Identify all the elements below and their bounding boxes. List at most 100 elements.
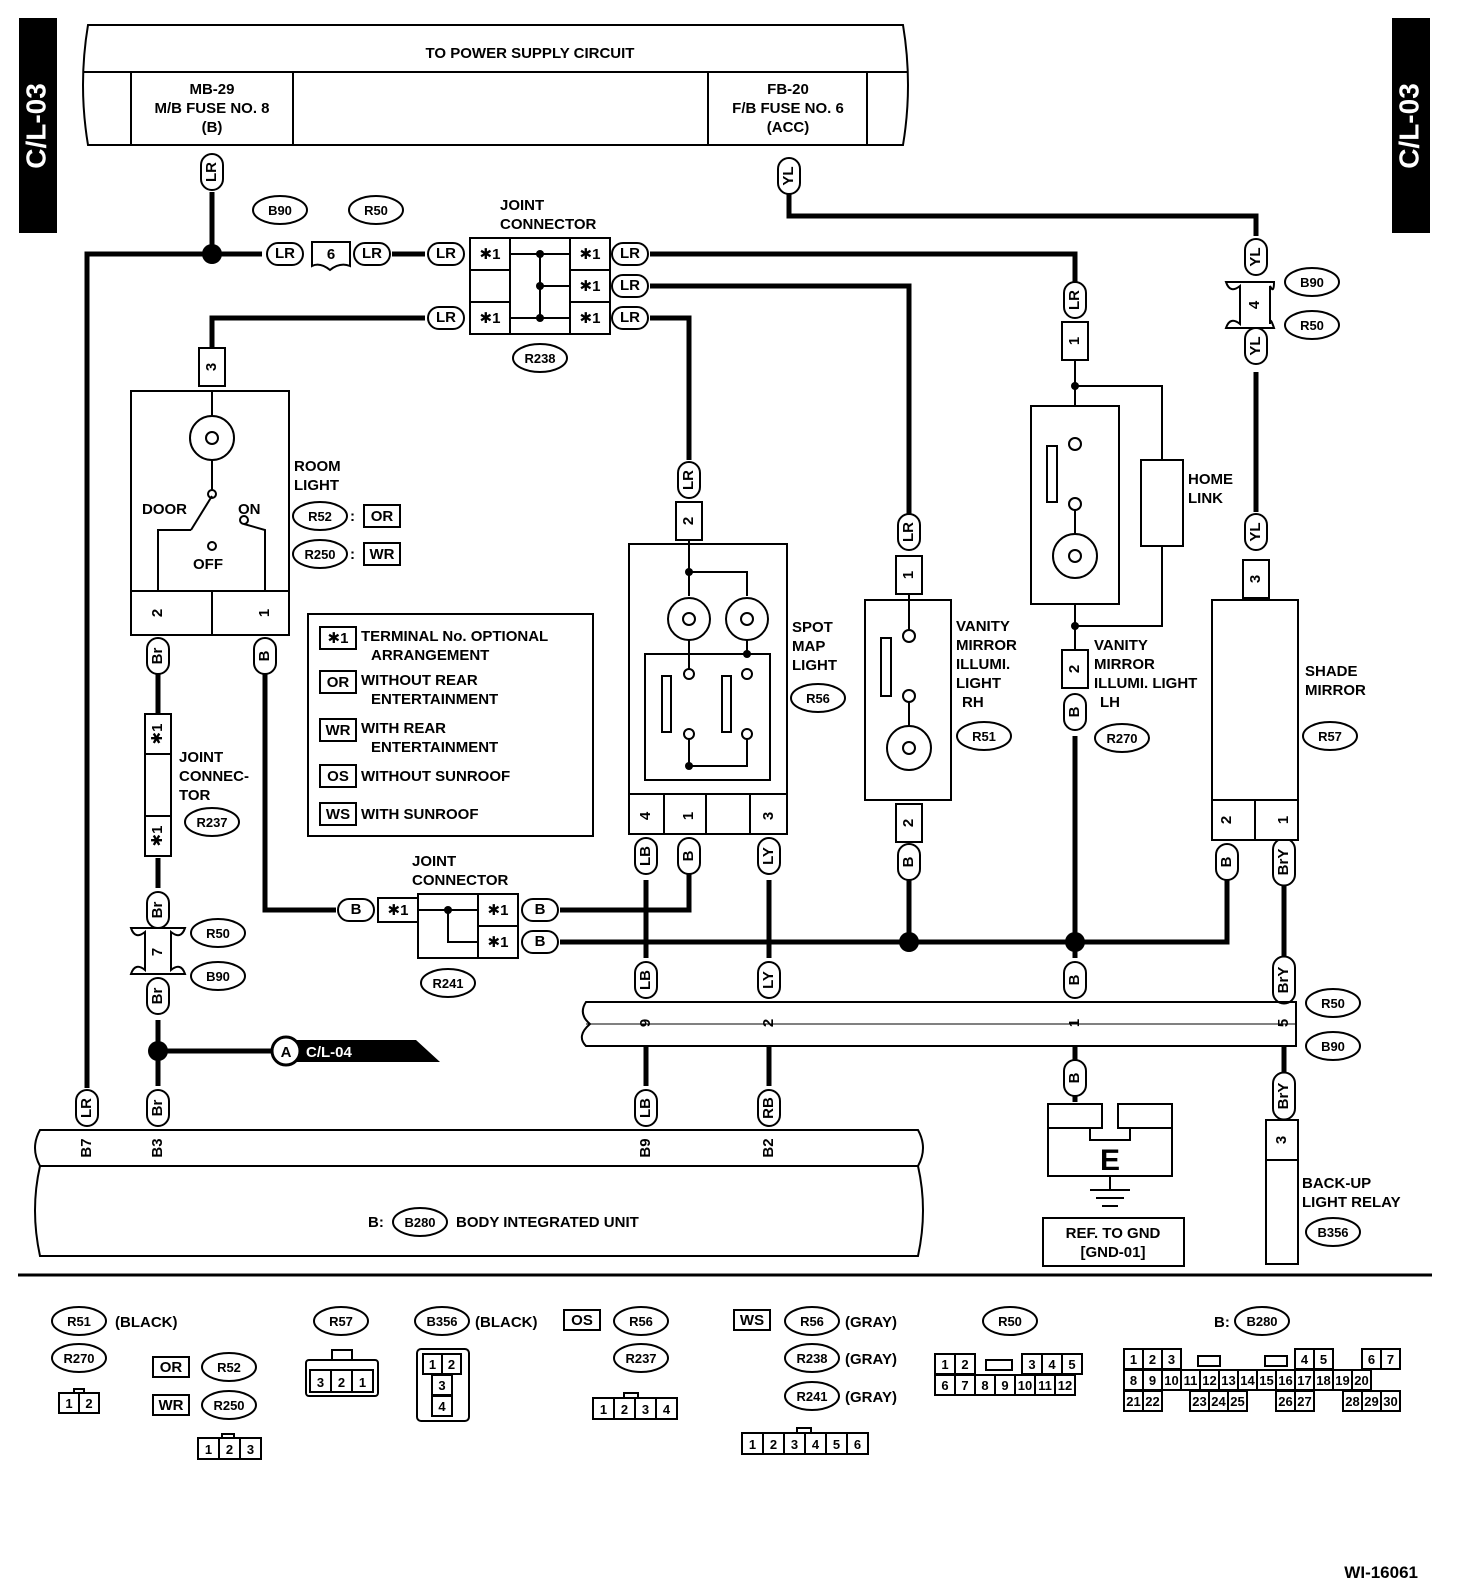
fuse-right-line1: FB-20 bbox=[767, 81, 809, 98]
pin-label: 1 bbox=[65, 1396, 72, 1411]
r237-pin-a: ✱1 bbox=[149, 724, 166, 745]
wire-tag-lr: LR bbox=[427, 242, 465, 266]
r238-pin-a: ✱1 bbox=[480, 246, 501, 263]
relay-pin-3: 3 bbox=[1273, 1136, 1290, 1144]
wire-tag-lr: LR bbox=[75, 1089, 99, 1127]
pin-label: 2 bbox=[85, 1396, 92, 1411]
ref-gnd-line1: REF. TO GND bbox=[1066, 1225, 1161, 1242]
connector-id: R57 bbox=[329, 1314, 353, 1329]
wire-tag-lb: LB bbox=[634, 837, 658, 875]
body-unit-prefix: B: bbox=[368, 1214, 384, 1231]
cv-code-os: OS bbox=[571, 1312, 593, 1329]
fuse-left-line3: (B) bbox=[202, 119, 223, 136]
connector-id: R56 bbox=[629, 1314, 653, 1329]
wire-tag-b: B bbox=[897, 843, 921, 881]
room-light: DOOR ON OFF 2 1 ROOM LIGHT bbox=[130, 390, 341, 636]
wire-tag-bry: BrY bbox=[1272, 955, 1296, 1005]
vanity-rh-label-5: RH bbox=[962, 694, 984, 711]
wire-tag-text: RB bbox=[760, 1097, 777, 1119]
pin-label: 19 bbox=[1335, 1373, 1349, 1388]
fuse-left-line2: M/B FUSE NO. 8 bbox=[154, 100, 269, 117]
fuse-right-line2: F/B FUSE NO. 6 bbox=[732, 100, 844, 117]
fuse-right-line3: (ACC) bbox=[767, 119, 810, 136]
body-unit-label: BODY INTEGRATED UNIT bbox=[456, 1214, 639, 1231]
connector-id: R238 bbox=[796, 1351, 827, 1366]
pin-label: 7 bbox=[1387, 1352, 1394, 1367]
cv-b-prefix: B: bbox=[1214, 1314, 1230, 1331]
wire-tag-bry: BrY bbox=[1272, 837, 1296, 887]
wires bbox=[84, 192, 1287, 1102]
wire-tag-text: B bbox=[680, 850, 697, 861]
legend-text-2b: ENTERTAINMENT bbox=[371, 691, 498, 708]
pin-label: 5 bbox=[833, 1437, 840, 1452]
marker-a-letter: A bbox=[281, 1044, 292, 1061]
connector-r56: R56 bbox=[784, 1306, 840, 1336]
r238-pin-c: ✱1 bbox=[580, 246, 601, 263]
pin-label: 15 bbox=[1259, 1373, 1273, 1388]
pin-label: 2 bbox=[961, 1357, 968, 1372]
pin-label: 3 bbox=[642, 1402, 649, 1417]
room-light-label-2: LIGHT bbox=[294, 477, 339, 494]
ws-r56-color: (GRAY) bbox=[845, 1314, 897, 1331]
wire-tag-text: B bbox=[1066, 706, 1083, 717]
connector-r51: R51 bbox=[956, 721, 1012, 751]
joint-connector-label-1: JOINT bbox=[500, 197, 544, 214]
connector-id: R50 bbox=[1300, 318, 1324, 333]
wire-tag-yl: YL bbox=[1244, 513, 1268, 551]
right-tab bbox=[1392, 18, 1430, 233]
home-link-label-2: LINK bbox=[1188, 490, 1223, 507]
connector-r57: R57 bbox=[1302, 721, 1358, 751]
pin-label: 2 bbox=[448, 1357, 455, 1372]
wire-tag-text: LB bbox=[637, 846, 654, 866]
connector-r51: R51 bbox=[51, 1306, 107, 1336]
pin-label: 11 bbox=[1038, 1378, 1052, 1393]
legend-box: ✱1 TERMINAL No. OPTIONAL ARRANGEMENT OR … bbox=[307, 613, 594, 837]
pin-label: 3 bbox=[791, 1437, 798, 1452]
connector-id: B280 bbox=[404, 1215, 435, 1230]
cv-code-or: OR bbox=[160, 1359, 183, 1376]
pin-label: 9 bbox=[1001, 1378, 1008, 1393]
connector-r238: R238 bbox=[512, 343, 568, 373]
pin-label: 4 bbox=[1301, 1352, 1309, 1367]
code-or: OR bbox=[371, 508, 394, 525]
vanity-rh-label-4: LIGHT bbox=[956, 675, 1001, 692]
wire-tag-text: BrY bbox=[1275, 1083, 1292, 1110]
wire-tag-text: LB bbox=[637, 970, 654, 990]
connector-id: R51 bbox=[67, 1314, 91, 1329]
inline-connector-pin4: 4 bbox=[1224, 281, 1276, 329]
wire-tag-text: YL bbox=[1247, 247, 1264, 266]
power-supply-title: TO POWER SUPPLY CIRCUIT bbox=[426, 45, 635, 62]
connector-id: R51 bbox=[972, 729, 996, 744]
pin-label: 11 bbox=[1184, 1373, 1198, 1388]
wire-tag-lr: LR bbox=[611, 242, 649, 266]
connector-id: B90 bbox=[1321, 1039, 1345, 1054]
room-pin-2: 2 bbox=[149, 609, 166, 617]
legend-text-2a: WITHOUT REAR bbox=[361, 672, 478, 689]
r51-color: (BLACK) bbox=[115, 1314, 177, 1331]
connector-r250: R250 bbox=[201, 1390, 257, 1420]
pin-label: 28 bbox=[1345, 1394, 1359, 1409]
vanity-lh-label-2: MIRROR bbox=[1094, 656, 1155, 673]
connector-r250: R250 bbox=[292, 539, 348, 569]
r238-pin-d: ✱1 bbox=[580, 278, 601, 295]
wire-tag-text: LB bbox=[637, 1098, 654, 1118]
wire-tag-lb: LB bbox=[634, 961, 658, 999]
pin-label: 1 bbox=[359, 1375, 366, 1390]
wire-tag-br: Br bbox=[146, 891, 170, 929]
spot-label-2: MAP bbox=[792, 638, 825, 655]
wire-tag-text: B bbox=[900, 856, 917, 867]
wire-tag-text: LR bbox=[680, 470, 697, 490]
connector-r50: R50 bbox=[348, 195, 404, 225]
connector-r237: R237 bbox=[184, 807, 240, 837]
spot-label-3: LIGHT bbox=[792, 657, 837, 674]
pin-label: 23 bbox=[1192, 1394, 1206, 1409]
connector-id: B90 bbox=[206, 969, 230, 984]
vanity-mirror-lh: 1 2 HOME LINK VANITY MIRROR ILLUMI. LIGH… bbox=[1030, 321, 1233, 711]
pin-label: 29 bbox=[1364, 1394, 1378, 1409]
pin-label: 4 bbox=[663, 1402, 671, 1417]
r241-label-1: JOINT bbox=[412, 853, 456, 870]
ref-gnd-line2: [GND-01] bbox=[1080, 1244, 1145, 1261]
pin-6: 6 bbox=[327, 246, 335, 263]
pin-label: 1 bbox=[600, 1402, 607, 1417]
